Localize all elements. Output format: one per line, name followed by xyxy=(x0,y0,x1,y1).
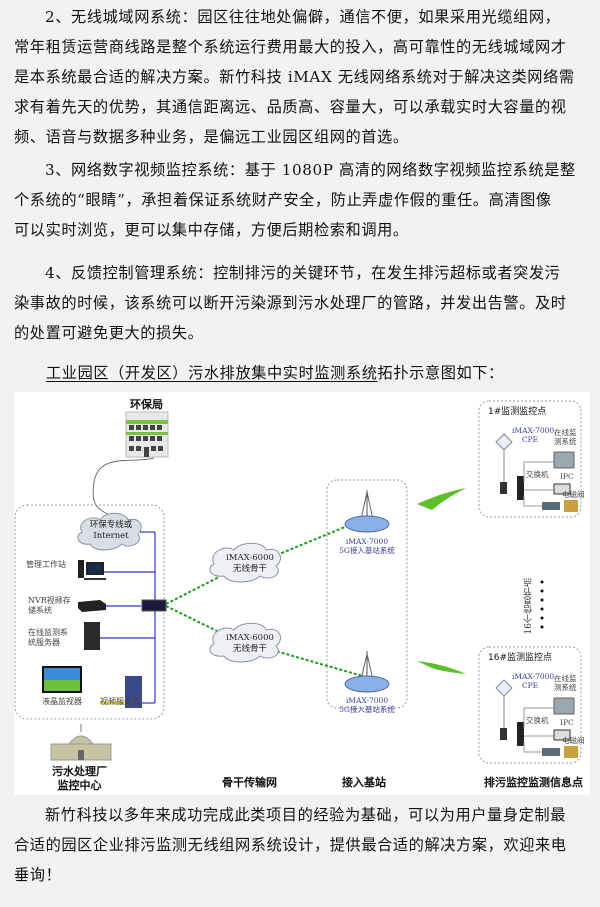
paragraph-feedback-control: 4、反馈控制管理系统：控制排污的关键环节，在发生排污超标或者突发污 染事故的时候… xyxy=(14,264,567,342)
epa-building-icon xyxy=(125,411,169,458)
paragraph-wireless-man: 2、无线城域网系统：园区往往地处偏僻，通信不便，如果采用光缆组网， 常年租赁运营… xyxy=(14,8,575,146)
monitor-point-1-box xyxy=(478,400,582,518)
monitor-point-1-online-label: 在线监测系统 xyxy=(554,428,577,446)
video-server-icon xyxy=(125,676,142,708)
monitor-point-16-box xyxy=(478,646,582,764)
workstation-label: 管理工作站 xyxy=(26,560,66,569)
workstation-icon xyxy=(78,560,106,580)
lan-links xyxy=(96,531,156,704)
monitor-point-1-valve-label: 电磁阀 xyxy=(562,490,585,499)
base-station-group-box xyxy=(326,479,408,709)
monitor-point-16-title: 16#监测监控点 xyxy=(488,653,552,663)
diagram-caption: 工业园区（开发区）污水排放集中实时监测系统拓扑示意图如下： xyxy=(46,358,504,388)
paragraph-closing: 新竹科技以多年来成功完成此类项目的经验为基础，可以为用户量身定制最 合适的园区企… xyxy=(14,806,567,884)
caption-underlined: 工业园区（开发区）污水排放集中实时监测系统 xyxy=(46,364,378,382)
monitor-point-16-ipc-label: IPC xyxy=(560,718,574,727)
backbone-cloud-1-icon xyxy=(209,542,281,583)
backbone-cloud-2-icon xyxy=(209,622,281,663)
lcd-monitor-icon xyxy=(42,666,82,693)
epa-cable xyxy=(92,457,155,518)
online-server-icon xyxy=(84,622,100,650)
arrow-2-icon xyxy=(417,661,466,674)
ellipsis-dots xyxy=(540,580,544,629)
treatment-center-building-icon xyxy=(50,724,112,761)
monitor-point-1-devices xyxy=(495,433,578,512)
paragraph-video-surveillance: 3、网络数字视频监控系统：基于 1080P 高清的网络数字视频监控系统是整 个系… xyxy=(14,161,576,239)
section-backbone-label: 骨干传输网 xyxy=(222,776,277,789)
base-station-2-icon xyxy=(344,651,390,693)
diagram-graphics xyxy=(14,400,582,764)
core-switch-icon xyxy=(141,599,167,612)
monitor-point-16-devices xyxy=(495,679,578,758)
monitor-point-16-valve-label: 电磁阀 xyxy=(562,736,585,745)
video-server-label: 视频服务器 xyxy=(100,697,140,706)
monitor-point-16-online-label: 在线监测系统 xyxy=(554,674,577,692)
base-station-1-icon xyxy=(344,490,390,533)
info-points-note: 16个信息节点 xyxy=(524,578,534,635)
monitor-point-1-switch-label: 交换机 xyxy=(526,470,549,479)
nvr-icon xyxy=(78,600,106,612)
treatment-center-label: 污水处理厂监控中心 xyxy=(52,765,107,792)
nvr-label: NVR视频存储系统 xyxy=(28,596,71,615)
section-points-label: 排污监控监测信息点 xyxy=(484,776,583,789)
monitor-point-16-switch-label: 交换机 xyxy=(526,716,549,725)
caption-rest: 拓扑示意图如下： xyxy=(377,364,504,382)
epa-bureau-label: 环保局 xyxy=(130,398,163,411)
arrow-1-icon xyxy=(417,488,466,510)
monitor-point-1-ipc-label: IPC xyxy=(560,472,574,481)
online-server-label: 在线监测系统服务器 xyxy=(28,628,68,647)
section-access-label: 接入基站 xyxy=(342,776,386,789)
monitor-point-1-title: 1#监测监控点 xyxy=(488,407,547,417)
internet-cloud-icon xyxy=(77,512,142,551)
lcd-monitor-label: 液晶监视器 xyxy=(42,697,82,706)
